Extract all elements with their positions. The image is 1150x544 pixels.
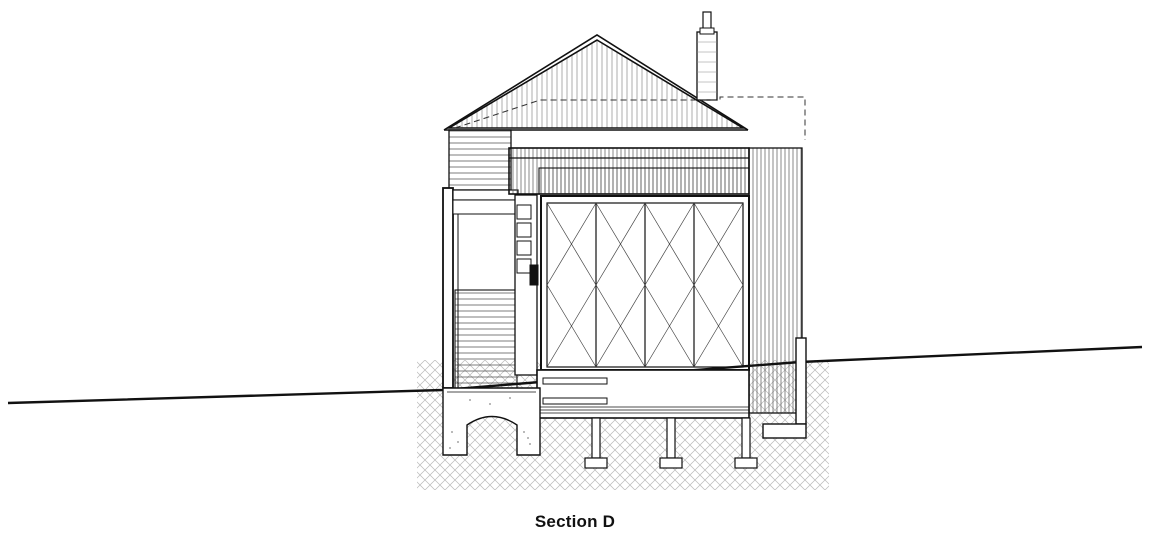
- extension-upper-cladding: [508, 147, 750, 195]
- hidden-roof-outline: [454, 96, 806, 140]
- bifold-doors: [540, 195, 750, 371]
- stump-1: [584, 417, 608, 469]
- stump-2: [659, 417, 683, 469]
- stump-3: [734, 417, 758, 469]
- section-title: Section D: [534, 512, 616, 531]
- floor-structure: [536, 369, 750, 419]
- brick-footing-left: [442, 387, 541, 456]
- shelving-unit: [514, 194, 539, 376]
- chimney: [696, 11, 718, 101]
- existing-wall: [448, 129, 518, 389]
- retaining-wall-right: [762, 337, 807, 439]
- side-cladding-right: [748, 147, 803, 414]
